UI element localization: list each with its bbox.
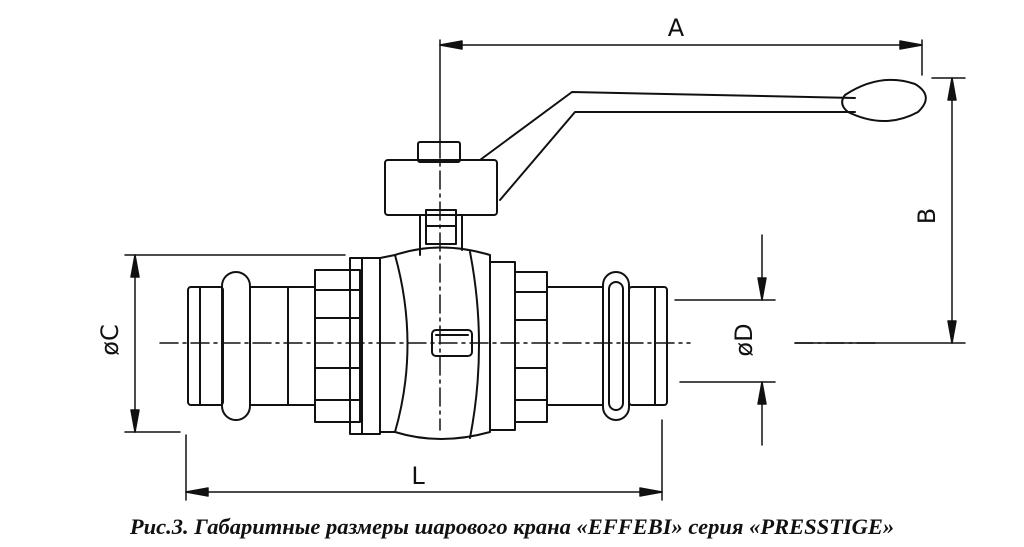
dimension-a — [439, 39, 923, 141]
left-union-nut — [314, 257, 381, 435]
left-sleeve — [249, 286, 316, 406]
left-press-fitting — [187, 271, 316, 421]
right-pipe-end — [628, 286, 668, 406]
dimension-d — [674, 234, 776, 446]
right-press-bead — [602, 271, 630, 421]
dimension-label-l: L — [411, 462, 425, 490]
stem-cap — [417, 141, 461, 163]
handle-boss — [384, 159, 498, 216]
lever-arm — [479, 91, 856, 161]
right-sleeve — [546, 286, 604, 406]
ball-valve-drawing: A B øC øD L — [96, 14, 966, 501]
figure-caption: Рис.3. Габаритные размеры шарового крана… — [129, 514, 895, 539]
dimension-label-a: A — [668, 14, 685, 42]
lever-grip — [841, 78, 927, 122]
right-union-nut — [489, 261, 548, 431]
left-pipe-end — [187, 286, 224, 406]
right-press-fitting — [546, 271, 668, 421]
dimension-b — [794, 77, 966, 344]
center-lines — [159, 139, 881, 431]
dimension-label-c: øC — [96, 324, 124, 355]
dimension-label-d: øD — [730, 323, 758, 356]
dimension-label-b: B — [913, 208, 941, 224]
dimension-l — [185, 419, 663, 501]
dimension-c — [124, 254, 346, 433]
body-marking — [431, 329, 473, 357]
left-press-bead — [221, 271, 251, 421]
handle-assembly — [384, 78, 927, 256]
